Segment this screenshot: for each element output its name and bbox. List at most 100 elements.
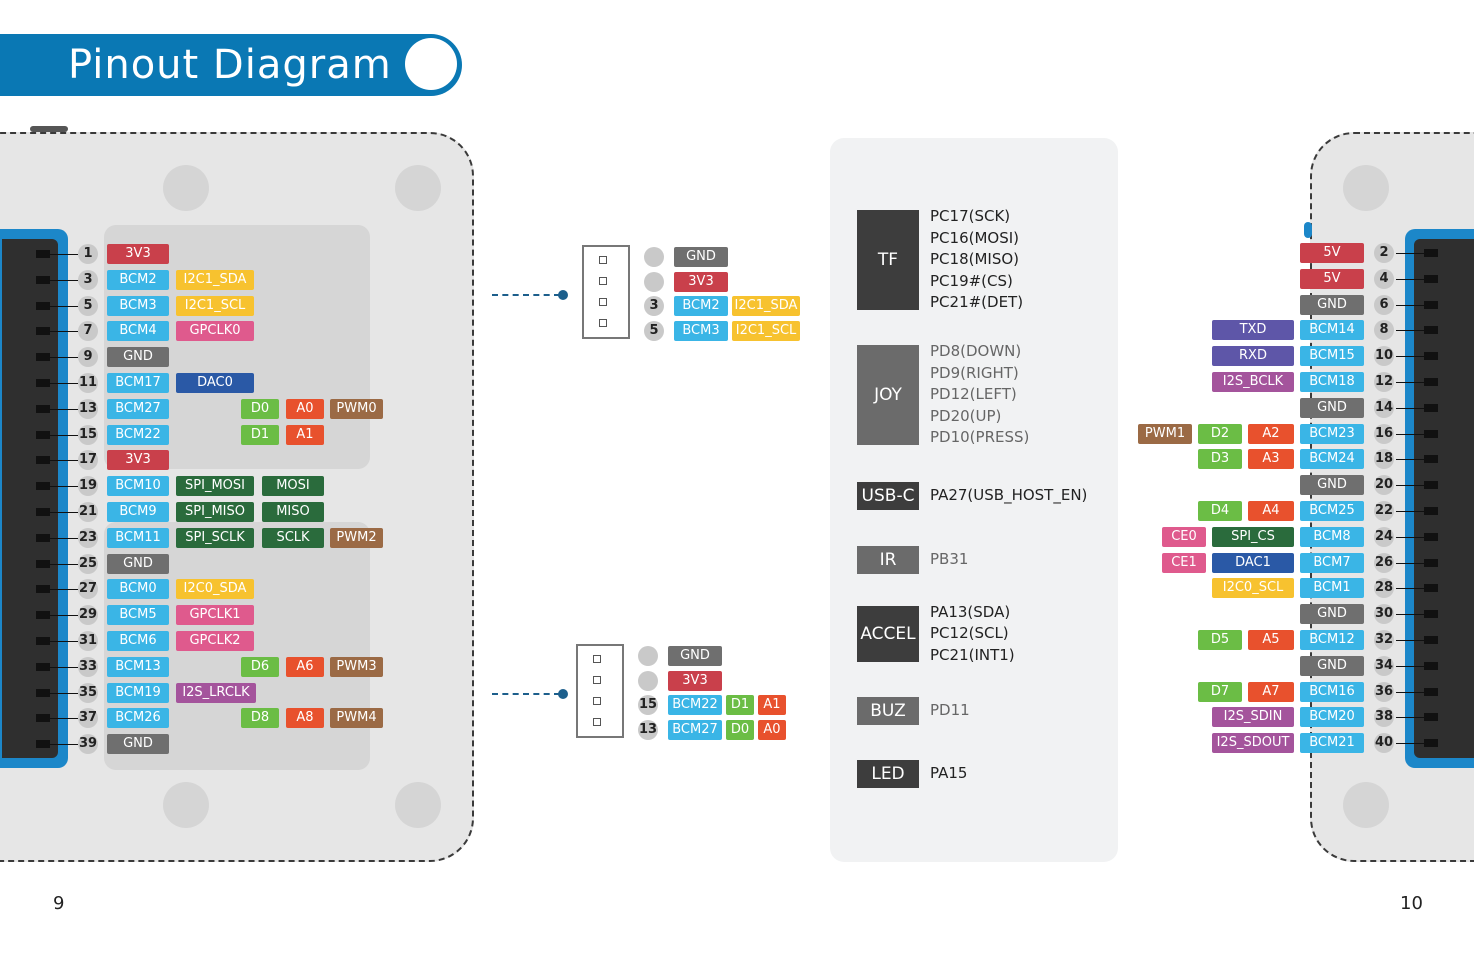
pin-number: 22 — [1374, 501, 1394, 521]
pin-label-power: 5V — [1300, 268, 1364, 289]
pin-label-gnd: GND — [1300, 604, 1364, 625]
pin-label-bcm: BCM26 — [107, 708, 169, 729]
pin-line — [50, 641, 78, 642]
pin-number: 27 — [78, 579, 98, 600]
pin-label-bcm: BCM12 — [1300, 630, 1364, 650]
pin-line — [1396, 691, 1424, 693]
pin-number: 34 — [1374, 655, 1394, 676]
pin-number: 18 — [1374, 449, 1394, 470]
pin-number: 10 — [1374, 346, 1394, 367]
module-pin: PC19#(CS) — [930, 271, 1013, 290]
pin-line — [1396, 640, 1424, 641]
connector-pin-icon — [593, 718, 601, 726]
pin-label-bcm: BCM7 — [1300, 552, 1364, 573]
pin-label-i2c: I2C0_SCL — [1212, 578, 1294, 599]
leader-line — [492, 693, 560, 695]
pin-label-dac: DAC0 — [176, 373, 254, 393]
pin-label-gnd: GND — [1300, 294, 1364, 315]
pin-label-digital: D1 — [726, 695, 754, 715]
pin-number: 12 — [1374, 372, 1394, 392]
header-pin-icon — [36, 301, 50, 310]
pin-number: 15 — [638, 695, 658, 715]
mount-hole-icon — [1343, 165, 1389, 211]
pin-label-analog: A3 — [1248, 449, 1294, 470]
pin-line — [50, 512, 78, 513]
left-gpio-header-inner — [2, 239, 58, 758]
title-circle-icon — [405, 38, 457, 90]
pin-line — [1396, 433, 1424, 435]
pin-line — [50, 434, 78, 436]
header-pin-icon — [1424, 636, 1438, 644]
header-pin-icon — [36, 662, 50, 671]
pin-dot-icon — [638, 646, 658, 666]
module-pin: PC18(MISO) — [930, 250, 1020, 269]
pin-label-analog: A1 — [758, 695, 786, 715]
pin-number: 29 — [78, 605, 98, 626]
module-pin: PA27(USB_HOST_EN) — [930, 486, 1088, 505]
pin-number: 5 — [644, 320, 664, 341]
header-pin-icon — [36, 404, 50, 413]
pin-label-analog: A1 — [286, 424, 324, 445]
pin-label-i2c: I2C1_SCL — [176, 295, 254, 316]
header-pin-icon — [1424, 455, 1438, 464]
header-pin-icon — [1424, 584, 1438, 593]
pin-label-bcm: BCM19 — [107, 682, 169, 703]
module-box: BUZ — [857, 697, 919, 725]
connector-pin-icon — [593, 655, 601, 663]
pin-line — [50, 692, 78, 694]
pin-label-spi: SPI_SCLK — [176, 527, 254, 548]
pin-label-pwm: PWM0 — [330, 398, 383, 419]
header-pin-icon — [36, 508, 50, 516]
pin-label-analog: A8 — [286, 708, 324, 729]
pin-label-bcm: BCM11 — [107, 527, 169, 548]
pin-number: 6 — [1374, 294, 1394, 315]
pin-number: 3 — [644, 296, 664, 316]
pin-number: 15 — [78, 424, 98, 445]
pin-number: 39 — [78, 734, 98, 755]
pin-number: 32 — [1374, 630, 1394, 650]
module-pin: PA13(SDA) — [930, 602, 1011, 621]
pin-line — [1396, 614, 1424, 616]
pin-line — [50, 563, 78, 565]
pin-line — [1396, 278, 1424, 280]
pin-label-gnd: GND — [107, 347, 169, 368]
pin-number: 16 — [1374, 423, 1394, 444]
module-box: LED — [857, 760, 919, 788]
pin-line — [1396, 588, 1424, 590]
header-pin-icon — [36, 430, 50, 439]
pin-label-bcm: BCM6 — [107, 631, 169, 651]
pin-line — [50, 589, 78, 591]
pin-label-bcm: BCM21 — [1300, 733, 1364, 754]
header-pin-icon — [1424, 507, 1438, 515]
pin-number: 4 — [1374, 268, 1394, 289]
pin-line — [1396, 511, 1424, 512]
pin-label-analog: A6 — [286, 656, 324, 677]
pin-label-ce: CE0 — [1162, 526, 1206, 547]
pin-number: 30 — [1374, 604, 1394, 625]
pin-label-bcm: BCM18 — [1300, 372, 1364, 392]
pin-line — [1396, 562, 1424, 564]
pin-number: 28 — [1374, 578, 1394, 599]
pin-label-i2s: I2S_BCLK — [1212, 372, 1294, 392]
module-box: JOY — [857, 345, 919, 445]
pin-label-i2c: I2C1_SDA — [732, 296, 800, 316]
page-number-left: 9 — [53, 893, 65, 914]
module-box: ACCEL — [857, 606, 919, 662]
pin-line — [1396, 459, 1424, 461]
pin-label-gnd: GND — [1300, 655, 1364, 676]
header-pin-icon — [36, 250, 50, 258]
mount-hole-icon — [163, 782, 209, 828]
header-pin-icon — [36, 585, 50, 594]
pin-line — [1396, 407, 1424, 409]
module-pin: PC16(MOSI) — [930, 228, 1020, 247]
module-pin: PB31 — [930, 550, 969, 569]
header-pin-icon — [1424, 739, 1438, 748]
pin-label-i2s: I2S_LRCLK — [176, 682, 256, 703]
pin-line — [1396, 382, 1424, 383]
pin-line — [50, 408, 78, 410]
pin-number: 21 — [78, 502, 98, 522]
pin-line — [1396, 536, 1424, 538]
pin-label-bcm: BCM17 — [107, 373, 169, 393]
pin-label-spi: MOSI — [262, 476, 324, 497]
pin-label-power: 5V — [1300, 243, 1364, 263]
